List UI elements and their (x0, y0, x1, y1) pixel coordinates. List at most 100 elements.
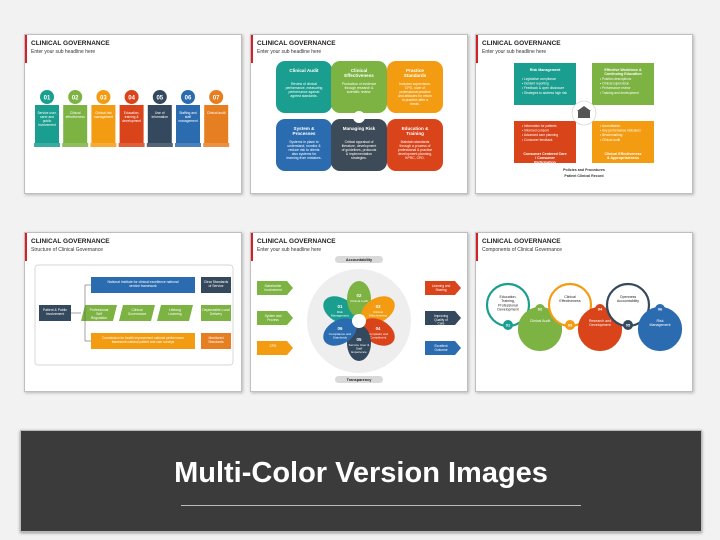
pillar-base (146, 143, 173, 147)
number-badge (655, 304, 665, 314)
quadrant-item: • Clinical audit (600, 138, 620, 142)
number-badge (623, 320, 633, 330)
building-icon (578, 111, 590, 118)
left-arrow (257, 341, 293, 355)
pillar-label: Clinical audit (207, 111, 226, 115)
info-cell (331, 119, 387, 171)
component-number: 01 (506, 323, 511, 328)
mid-box (119, 305, 155, 321)
slide-thumbnail-2[interactable]: CLINICAL GOVERNANCE Enter your sub headl… (250, 34, 468, 194)
quadrant-item: • Training and development (600, 91, 639, 95)
quadrant (592, 121, 654, 163)
slide-title: CLINICAL GOVERNANCE (31, 238, 110, 245)
slide-title: CLINICAL GOVERNANCE (482, 40, 561, 47)
accent-bar (25, 233, 27, 261)
slide-title: CLINICAL GOVERNANCE (482, 238, 561, 245)
cell-heading: System &Processes (293, 126, 316, 136)
petal-number: 04 (376, 326, 381, 331)
quadrant-item: • Legislative compliance (522, 77, 556, 81)
number-badge (503, 320, 513, 330)
left-arrow (257, 281, 293, 295)
petal-number: 06 (338, 326, 343, 331)
building-roof-icon (577, 106, 591, 111)
component-label: Clinical Audit (530, 319, 551, 323)
slide-subtitle: Enter your sub headline here (31, 49, 96, 55)
slide-subtitle: Enter your sub headline here (257, 247, 322, 253)
pillar-number: 02 (72, 96, 79, 102)
accent-bar (476, 233, 478, 261)
pillar-base (34, 143, 60, 147)
component-number: 06 (658, 307, 663, 312)
pillar-number: 05 (156, 96, 163, 102)
slide-subtitle: Components of Clinical Governance (482, 247, 563, 253)
top-pill (335, 256, 383, 263)
accent-bar (251, 35, 253, 63)
slide-thumbnail-4[interactable]: CLINICAL GOVERNANCE Structure of Clinica… (24, 232, 242, 392)
cell-heading: Clinical Audit (289, 68, 319, 73)
info-cell (387, 61, 443, 113)
info-cell (331, 61, 387, 113)
slide-thumbnail-6[interactable]: CLINICAL GOVERNANCE Components of Clinic… (475, 232, 693, 392)
bottom-right-box (201, 333, 231, 349)
structure-diagram: National Institute for clinical excellen… (34, 264, 234, 366)
pillar-number: 03 (100, 96, 107, 102)
slide-thumbnail-1[interactable]: CLINICAL GOVERNANCE Enter your sub headl… (24, 34, 242, 194)
quadrant-diagram: Risk Management• Legislative compliance•… (514, 63, 654, 178)
pillar-number-circle (40, 90, 54, 104)
slide-title: CLINICAL GOVERNANCE (31, 40, 110, 47)
quadrant-heading: Clinical Effectiveness& Appropriateness (605, 152, 642, 160)
pillar-base (203, 143, 230, 147)
slide-thumbnail-3[interactable]: CLINICAL GOVERNANCE Enter your sub headl… (475, 34, 693, 194)
component-number: 02 (538, 307, 543, 312)
slide-title: CLINICAL GOVERNANCE (257, 40, 336, 47)
petal-number: 03 (376, 304, 381, 309)
pillar-body (176, 105, 200, 143)
bottom-box-label: Commission for health improvement nation… (102, 336, 184, 344)
number-badge (535, 304, 545, 314)
footer-label: Policies and Procedures (563, 168, 605, 172)
pillar-base (118, 143, 145, 147)
slide-subtitle: Structure of Clinical Governance (31, 247, 103, 253)
slide-thumbnail-5[interactable]: CLINICAL GOVERNANCE Enter your sub headl… (250, 232, 468, 392)
cell-heading: Education &Training (402, 126, 429, 136)
slide-subtitle: Enter your sub headline here (482, 49, 547, 55)
pillar-base (90, 143, 117, 147)
quadrant-item: • Clinical supervision (600, 82, 630, 86)
number-badge (565, 320, 575, 330)
number-badge (595, 304, 605, 314)
quadrant-item: • Benchmarking (600, 133, 623, 137)
banner-divider (181, 505, 581, 506)
quadrant-item: • Incident reporting (522, 82, 549, 86)
outer-frame (34, 264, 234, 366)
mid-box (157, 305, 193, 321)
component-number: 03 (568, 323, 573, 328)
footer-label-2: Patient Clinical Record (564, 174, 603, 178)
bottom-box (91, 333, 195, 349)
quadrant-item: • Accreditation (600, 124, 620, 128)
quadrant-item: • Key performance indicators (600, 129, 641, 133)
right-arrow (425, 311, 461, 325)
pillar-number-circle (124, 90, 139, 104)
petal (361, 296, 395, 324)
